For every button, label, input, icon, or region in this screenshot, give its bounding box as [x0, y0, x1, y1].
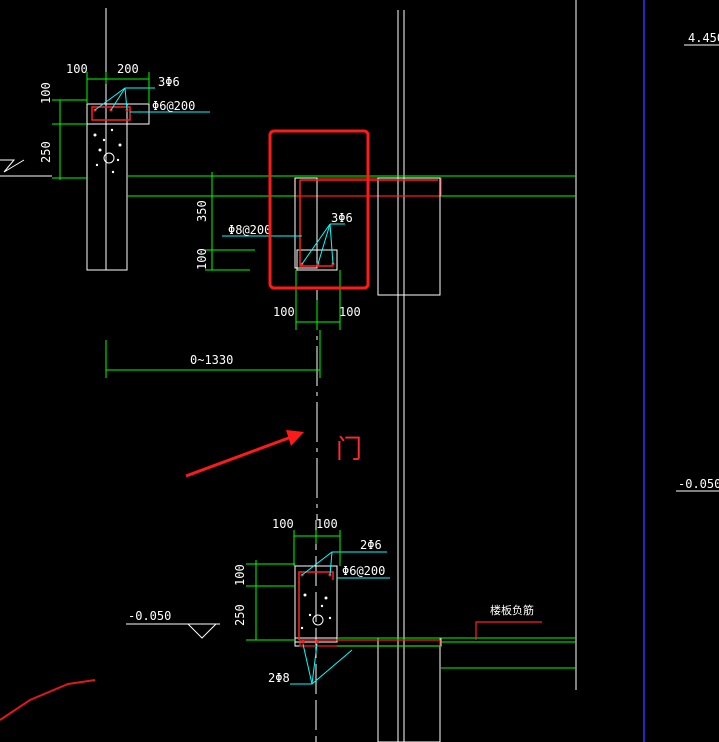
right-levels: 4.450 -0.050 — [676, 31, 719, 492]
bottom-top-bars-label: 2Φ6 — [360, 538, 382, 552]
door-label: 门 — [336, 435, 362, 465]
mid-span-range: 0~1330 — [190, 353, 233, 367]
top-dim-height-mid: 250 — [39, 141, 53, 163]
mid-top-bars-label: 3Φ6 — [331, 211, 353, 225]
annotation: 门 — [185, 430, 362, 478]
mid-dim-width-left: 100 — [273, 305, 295, 319]
bottom-dim-width-left: 100 — [272, 517, 294, 531]
right-level-top: 4.450 — [688, 31, 719, 45]
bottom-bars-label: 2Φ8 — [268, 671, 290, 685]
middle-detail: 350 100 Φ8@200 3Φ6 100 100 0~1330 — [105, 172, 442, 378]
top-dim-width-left: 100 — [66, 62, 88, 76]
bottom-dim-height-top: 100 — [233, 564, 247, 586]
top-dim-height-top: 100 — [39, 82, 53, 104]
mid-stirrup-label: Φ8@200 — [228, 223, 271, 237]
bottom-dim-width-right: 100 — [316, 517, 338, 531]
centerlines — [105, 0, 577, 742]
slab-rebar-label: 楼板负筋 — [490, 603, 534, 617]
mid-dim-height-lower: 100 — [195, 248, 209, 270]
bottom-stirrup-label: Φ6@200 — [342, 564, 385, 578]
right-level-middle: -0.050 — [678, 477, 719, 491]
bottom-detail: 楼板负筋 100 100 2Φ6 Φ6@200 100 250 2Φ8 — [126, 517, 576, 742]
bottom-level-label: -0.050 — [128, 609, 171, 623]
mid-dim-height-upper: 350 — [195, 200, 209, 222]
top-dim-width-right: 200 — [117, 62, 139, 76]
red-sketch-line — [0, 679, 96, 721]
bottom-dim-height-mid: 250 — [233, 604, 247, 626]
mid-dim-width-right: 100 — [339, 305, 361, 319]
highlight-box — [268, 129, 370, 290]
top-stirrup-label: Φ6@200 — [152, 99, 195, 113]
top-detail: 100 200 3Φ6 Φ6@200 100 250 — [0, 62, 210, 271]
top-bars-label: 3Φ6 — [158, 75, 180, 89]
